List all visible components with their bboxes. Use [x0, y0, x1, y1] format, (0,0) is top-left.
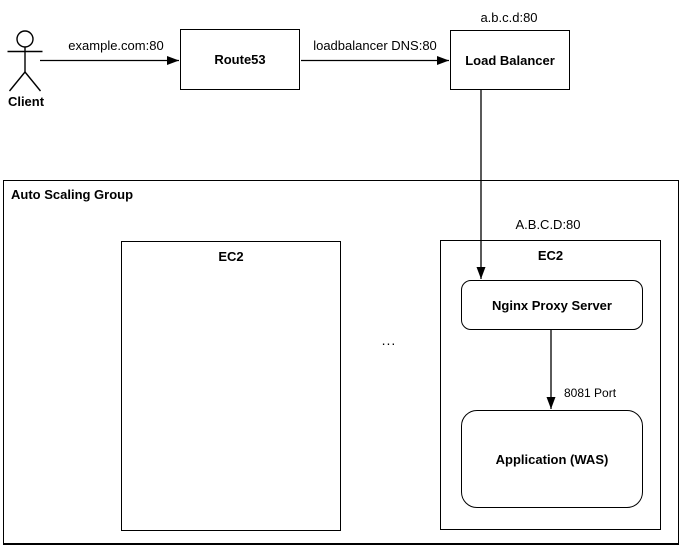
ellipsis-label: ... — [381, 332, 397, 348]
client-label: Client — [7, 94, 45, 109]
edge-label-loadbalancer-dns: loadbalancer DNS:80 — [313, 38, 437, 53]
application-node: Application (WAS) — [461, 410, 643, 508]
lb-address-label: a.b.c.d:80 — [480, 10, 538, 25]
auto-scaling-group-box — [3, 180, 679, 545]
edge-label-example-com: example.com:80 — [68, 38, 164, 53]
client-person-icon — [7, 30, 43, 92]
nginx-proxy-node: Nginx Proxy Server — [461, 280, 643, 330]
auto-scaling-group-label: Auto Scaling Group — [11, 187, 134, 202]
load-balancer-node: Load Balancer — [450, 30, 570, 90]
port-label: 8081 Port — [564, 386, 617, 400]
ec2-node-left: EC2 — [121, 241, 341, 531]
ec2-address-label: A.B.C.D:80 — [515, 217, 581, 232]
route53-node: Route53 — [180, 29, 300, 90]
ec2-left-title: EC2 — [218, 249, 244, 264]
ec2-right-title: EC2 — [537, 248, 564, 263]
